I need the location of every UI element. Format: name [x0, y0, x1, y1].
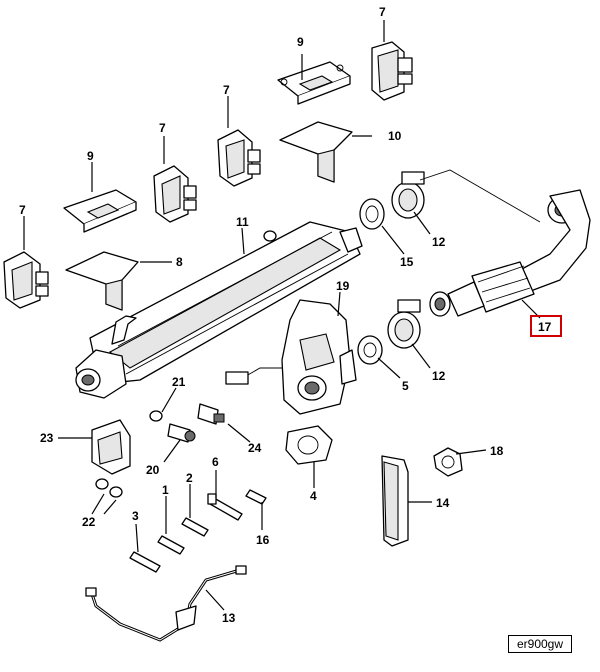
callout-20: 20	[146, 463, 160, 477]
sensor-24	[197, 403, 225, 425]
egr-cooler-11	[75, 221, 363, 399]
callout-9b: 9	[87, 149, 94, 163]
callout-15: 15	[400, 255, 414, 269]
callout-5: 5	[402, 379, 409, 393]
callout-7a: 7	[379, 5, 386, 19]
v-band-clamp-12-lower	[387, 299, 421, 349]
callout-4: 4	[310, 489, 317, 503]
callout-7c: 7	[159, 121, 166, 135]
callout-2: 2	[186, 471, 193, 485]
highlight-box-17	[530, 315, 562, 337]
bracket-10	[279, 121, 353, 183]
callout-3: 3	[132, 509, 139, 523]
callout-11: 11	[236, 215, 249, 229]
bolt-2	[181, 517, 209, 537]
bolt-1	[157, 535, 185, 555]
leader-lines	[23, 20, 541, 611]
bracket-9-left	[63, 189, 137, 233]
callout-19: 19	[336, 279, 350, 293]
callout-22: 22	[82, 515, 96, 529]
callout-24: 24	[248, 441, 262, 455]
o-ring-21	[149, 410, 163, 422]
callout-7b: 7	[223, 83, 230, 97]
bolt-6	[207, 493, 243, 521]
callout-labels: 7 9 10 7 7 9 11 7 8 15 12 19 17 5 12 21 …	[19, 5, 552, 625]
bolt-16	[245, 489, 267, 505]
clamp-7-top-right	[371, 41, 413, 101]
callout-17: 17	[538, 320, 552, 334]
egr-valve-19	[225, 299, 357, 415]
bracket-8	[65, 251, 139, 311]
callout-23: 23	[40, 431, 54, 445]
callout-1: 1	[162, 483, 169, 497]
egr-tube-17	[419, 169, 591, 317]
clamp-7-upper-middle	[217, 129, 261, 187]
callout-10: 10	[388, 129, 402, 143]
callout-12a: 12	[432, 235, 446, 249]
bracket-23	[91, 419, 131, 475]
callout-18: 18	[490, 444, 504, 458]
v-band-clamp-12-upper	[391, 171, 425, 219]
tube-14	[85, 565, 247, 642]
bracket-9-top	[277, 61, 351, 105]
clamp-7-left	[3, 251, 49, 309]
p-clip-18	[433, 447, 463, 477]
gasket-15	[359, 198, 385, 230]
callout-16: 16	[256, 533, 270, 547]
callout-7d: 7	[19, 203, 26, 217]
support-13	[381, 455, 409, 547]
washers-22	[95, 478, 123, 498]
callout-9a: 9	[297, 35, 304, 49]
callout-13: 14	[436, 496, 450, 510]
callout-6: 6	[212, 455, 219, 469]
sensor-20	[167, 423, 196, 443]
gasket-5	[357, 335, 383, 365]
callout-12b: 12	[432, 369, 446, 383]
callout-21: 21	[172, 375, 186, 389]
diagram-code-label: er900gw	[508, 635, 572, 653]
clamp-7-middle	[153, 165, 197, 223]
callout-14: 13	[222, 611, 236, 625]
gasket-4	[285, 425, 333, 465]
bolt-3	[129, 551, 161, 573]
callout-8: 8	[176, 255, 183, 269]
